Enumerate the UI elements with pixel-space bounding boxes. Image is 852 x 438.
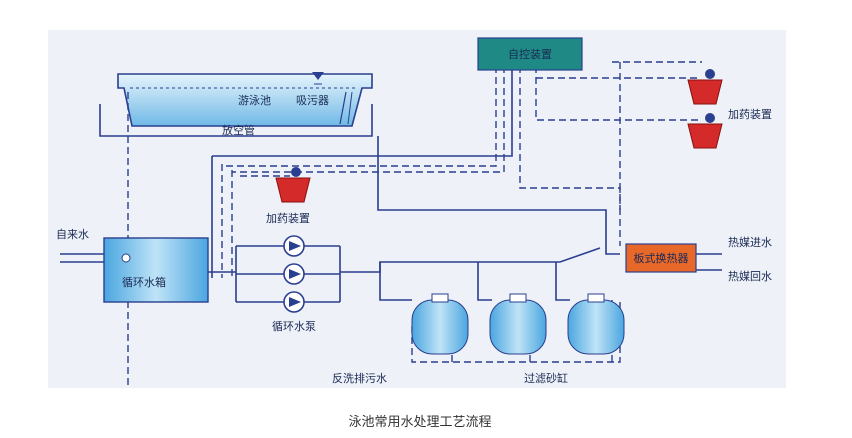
label-backwash: 反洗排污水 [332, 371, 387, 385]
label-heat-exchanger: 板式换热器 [634, 251, 689, 265]
label-dosing-top: 加药装置 [728, 108, 772, 121]
sand-filter-2 [489, 293, 547, 355]
label-pool: 游泳池 [238, 93, 271, 107]
label-circ-tank: 循环水箱 [122, 275, 166, 289]
pump-1 [283, 235, 305, 257]
sand-filter-1 [411, 293, 469, 355]
label-sand-filter: 过滤砂缸 [524, 371, 568, 385]
diagram-caption: 泳池常用水处理工艺流程 [348, 415, 491, 430]
control-box [477, 37, 583, 71]
pump-2 [283, 263, 305, 285]
label-drain-pipe: 放空管 [222, 123, 255, 137]
label-heat-in: 热媒进水 [728, 236, 772, 249]
label-tap-water: 自来水 [56, 228, 89, 241]
circulation-tank [103, 237, 209, 303]
dosing-tank-mid [275, 167, 311, 203]
heat-exchanger [625, 243, 697, 273]
label-dosing-mid: 加药装置 [266, 212, 310, 225]
label-circ-pump: 循环水泵 [272, 320, 316, 333]
sand-filter-3 [567, 293, 625, 355]
label-suction: 吸污器 [296, 94, 329, 107]
label-heat-return: 热媒回水 [728, 270, 772, 283]
dosing-tank-top-1 [687, 69, 723, 105]
swimming-pool [117, 72, 373, 127]
label-control: 自控装置 [508, 47, 552, 61]
dosing-tank-top-2 [687, 113, 723, 149]
pump-3 [283, 291, 305, 313]
